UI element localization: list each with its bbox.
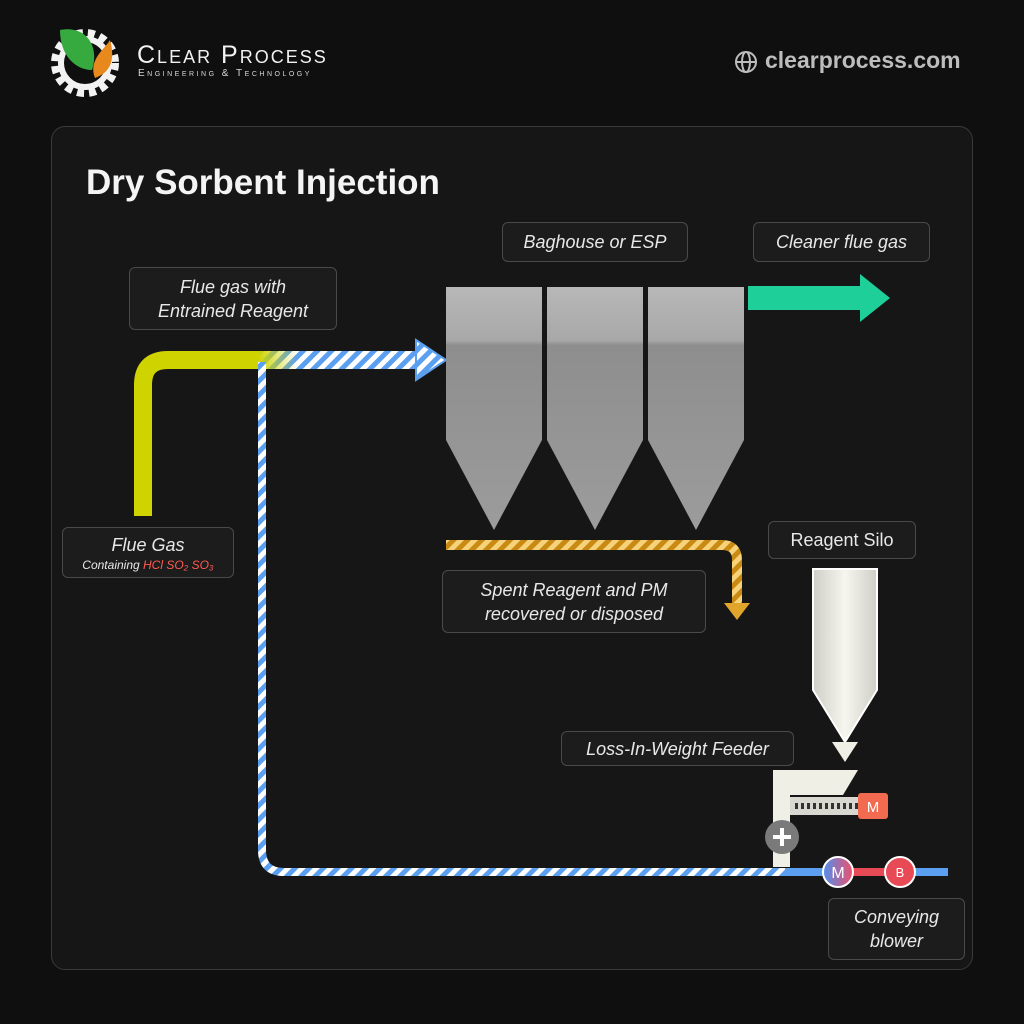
label-cleaner-flue-gas-text: Cleaner flue gas — [775, 232, 908, 252]
label-spent-reagent-line1: Spent Reagent and PM — [480, 579, 668, 600]
label-feeder: Loss-In-Weight Feeder — [561, 731, 794, 766]
label-feeder-text: Loss-In-Weight Feeder — [586, 738, 769, 759]
feeder-motor-icon: M — [858, 793, 888, 819]
baghouse-filters — [446, 287, 744, 530]
label-conveying-blower-line1: Conveying — [853, 907, 940, 927]
flue-gas-duct — [134, 351, 262, 516]
label-flue-gas-containing: Containing — [82, 557, 140, 572]
clean-gas-arrow — [748, 274, 890, 322]
spent-reagent-path — [446, 540, 742, 605]
label-spent-reagent: Spent Reagent and PM recovered or dispos… — [442, 570, 706, 633]
label-baghouse: Baghouse or ESP — [502, 222, 688, 262]
page-title: Dry Sorbent Injection — [86, 163, 440, 202]
entrained-duct — [258, 351, 422, 369]
globe-icon — [735, 51, 757, 73]
label-cleaner-flue-gas: Cleaner flue gas — [753, 222, 930, 262]
reagent-silo — [812, 568, 878, 762]
label-baghouse-text: Baghouse or ESP — [523, 232, 667, 252]
junction-plus-icon — [765, 820, 799, 854]
label-flue-gas: Flue Gas Containing HCl SO₂ SO₃ — [62, 527, 234, 578]
reagent-conveying-line — [258, 362, 785, 876]
website-link[interactable]: clearprocess.com — [765, 47, 961, 74]
feeder-motor-symbol: M — [867, 799, 880, 816]
label-spent-reagent-line2: recovered or disposed — [484, 603, 664, 624]
label-reagent-silo: Reagent Silo — [768, 521, 916, 559]
blower-motor-icon: M — [822, 856, 854, 888]
label-flue-gas-entrained-line2: Entrained Reagent — [157, 300, 309, 321]
label-flue-gas-pollutants: HCl SO₂ SO₃ — [143, 557, 214, 572]
website-text[interactable]: clearprocess.com — [765, 47, 961, 73]
label-flue-gas-text: Flue Gas — [111, 534, 185, 555]
label-conveying-blower: Conveying blower — [828, 898, 965, 960]
brand-tagline: Engineering & Technology — [138, 68, 312, 79]
label-flue-gas-entrained-line1: Flue gas with — [179, 276, 287, 297]
brand-name: Clear Process — [137, 41, 328, 69]
label-flue-gas-entrained: Flue gas with Entrained Reagent — [129, 267, 337, 330]
gear-leaf-logo-icon — [51, 29, 119, 97]
entrained-arrowhead — [415, 338, 448, 382]
label-reagent-silo-text: Reagent Silo — [790, 530, 894, 550]
blower-icon: B — [884, 856, 916, 888]
blower-motor-symbol: M — [831, 865, 844, 882]
blower-symbol: B — [896, 865, 905, 880]
label-conveying-blower-line2: blower — [869, 931, 924, 951]
